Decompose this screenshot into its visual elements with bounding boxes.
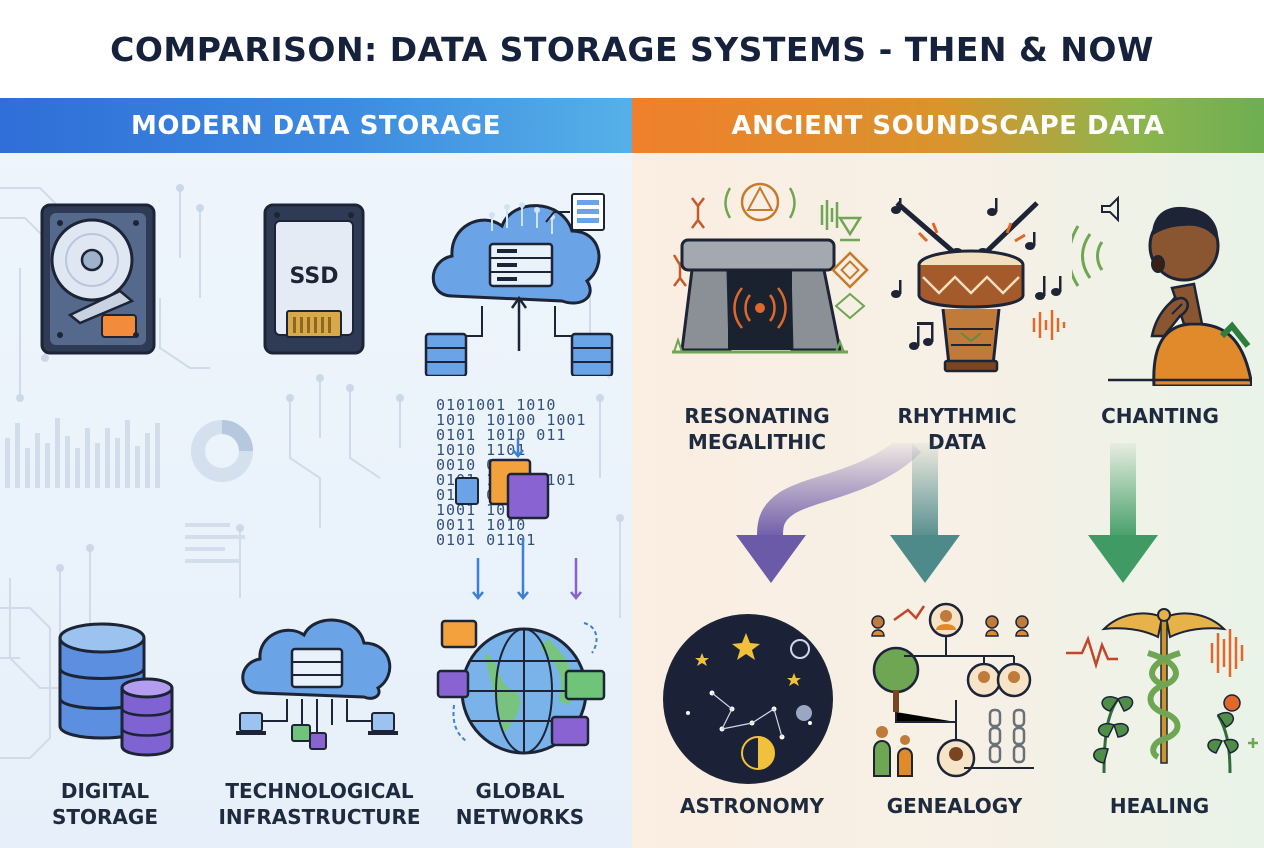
tribal-symbols-icon — [831, 216, 869, 320]
astronomy-icon — [663, 614, 833, 784]
ssd-icon: SSD — [263, 203, 365, 355]
ancient-header: ANCIENT SOUNDSCAPE DATA — [731, 111, 1165, 141]
ancient-header-band: ANCIENT SOUNDSCAPE DATA — [632, 98, 1264, 153]
database-icon — [58, 622, 174, 757]
genealogy-label: GENEALOGY — [886, 794, 1023, 818]
hard-drive-icon — [40, 203, 156, 355]
globe-network-icon — [436, 619, 606, 755]
ancient-panel: ANCIENT SOUNDSCAPE DATA — [632, 98, 1264, 848]
healing-label: HEALING — [1109, 794, 1210, 818]
megalith-icon — [672, 182, 848, 354]
flow-arrows-icon — [736, 443, 1158, 583]
sound-wave-icon — [1032, 276, 1066, 340]
modern-header: MODERN DATA STORAGE — [130, 111, 502, 141]
healing-icon — [1066, 608, 1258, 774]
music-notes-icon — [891, 198, 1036, 350]
circuit-background-icon — [0, 184, 624, 759]
astronomy-label: ASTRONOMY — [679, 794, 825, 818]
infrastructure-icon — [236, 618, 398, 750]
genealogy-icon — [871, 602, 1034, 778]
title-bar: COMPARISON: DATA STORAGE SYSTEMS - THEN … — [0, 0, 1264, 98]
page-title: COMPARISON: DATA STORAGE SYSTEMS - THEN … — [110, 30, 1154, 69]
modern-panel: MODERN DATA STORAGE — [0, 98, 632, 848]
chanting-person-icon — [1072, 195, 1252, 386]
ssd-label: SSD — [290, 264, 339, 289]
files-data-flow-icon — [455, 438, 582, 600]
cloud-server-icon — [424, 193, 614, 376]
modern-header-band: MODERN DATA STORAGE — [0, 98, 632, 153]
drum-icon — [895, 201, 1039, 373]
chanting-label: CHANTING — [1101, 404, 1219, 428]
